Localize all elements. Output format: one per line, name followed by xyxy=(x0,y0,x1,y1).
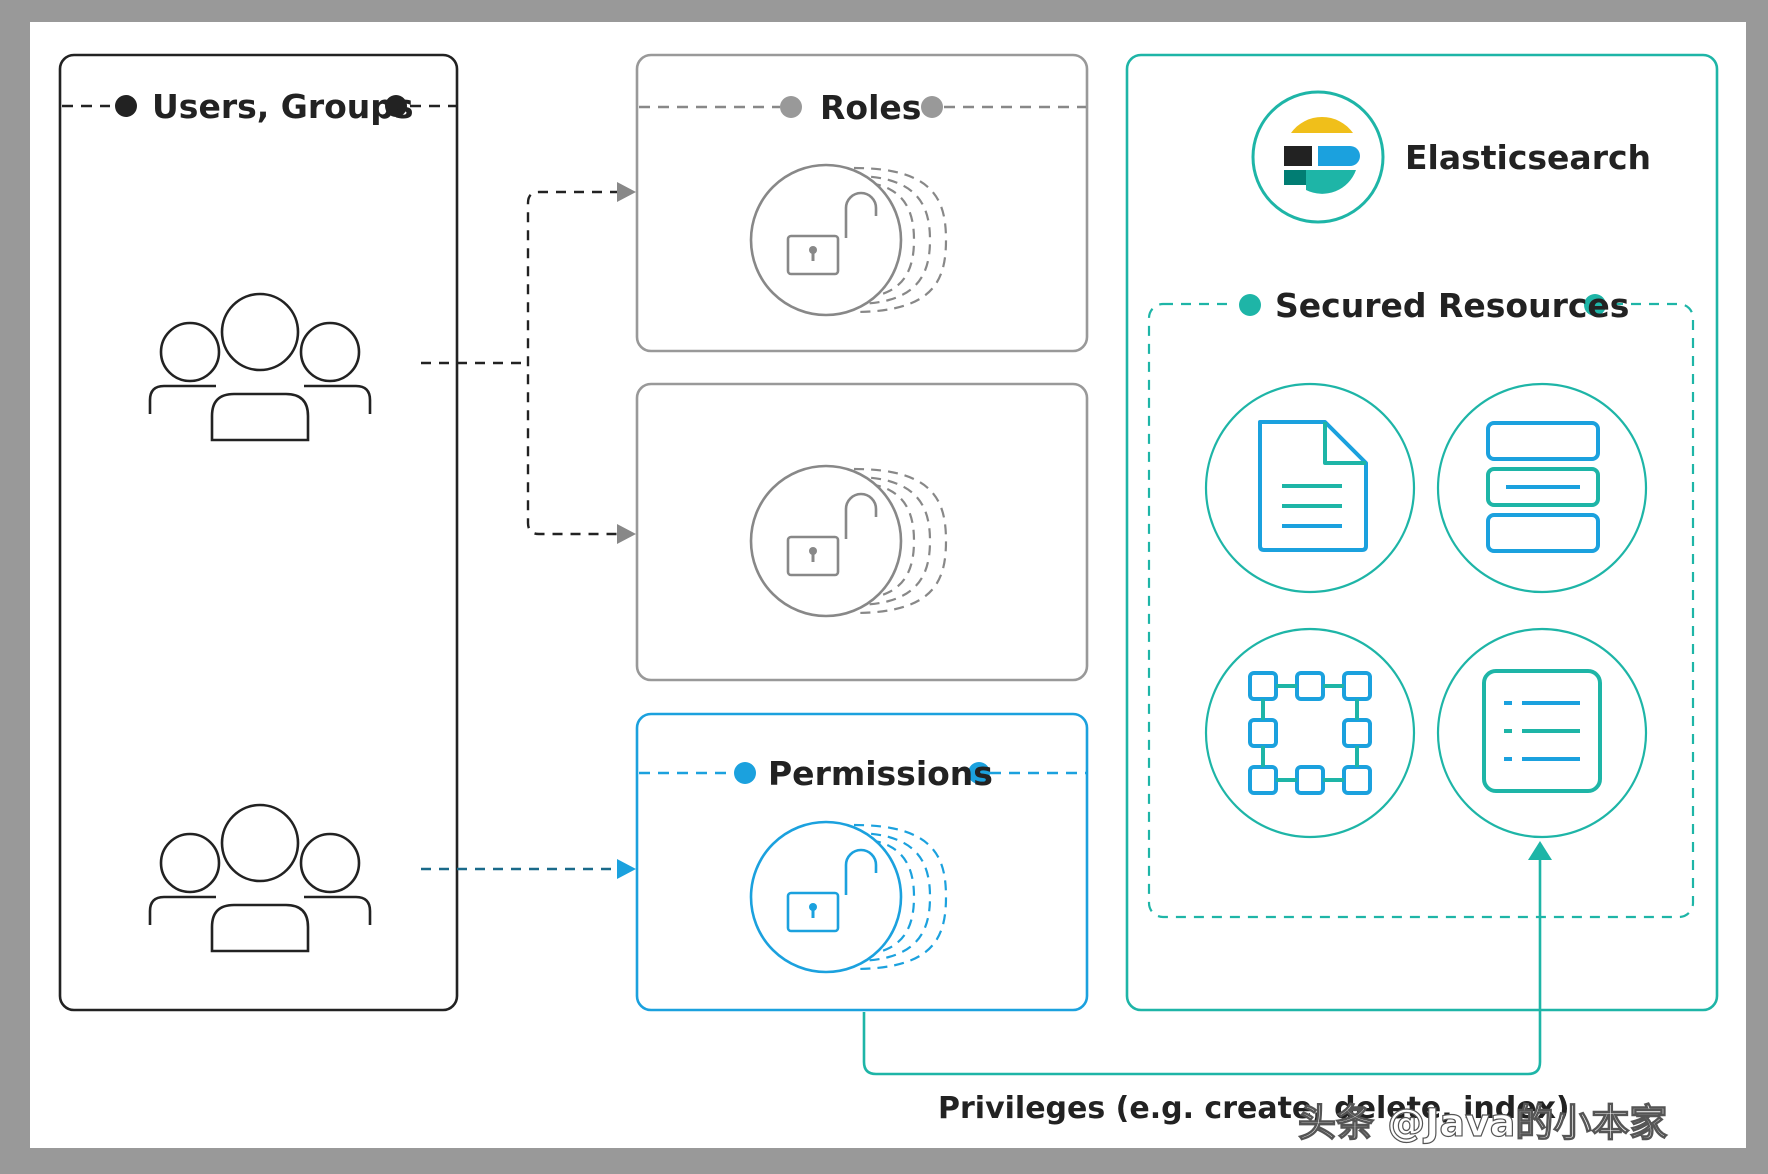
role-card xyxy=(635,382,1089,682)
permissions-panel xyxy=(635,712,1089,1012)
index-stack-icon xyxy=(1436,382,1648,594)
elasticsearch-title: Elasticsearch xyxy=(1405,138,1652,177)
title-bullet-left xyxy=(780,96,802,118)
group-to-roles-connector xyxy=(421,182,636,544)
privileges-connector xyxy=(862,841,1552,1076)
document-icon xyxy=(1204,382,1416,594)
arrow-head xyxy=(617,182,636,202)
title-bullet-right xyxy=(1584,294,1606,316)
users-groups-title: Users, Groups xyxy=(152,87,414,126)
role-card xyxy=(635,53,1089,353)
title-bullet-right xyxy=(968,762,990,784)
title-bullet-left xyxy=(1239,294,1261,316)
users-groups-panel xyxy=(58,53,459,1012)
privileges-label: Privileges (e.g. create, delete, index) xyxy=(938,1091,1570,1126)
arrow-head xyxy=(617,524,636,544)
watermark: 头条 @Java的小本家 xyxy=(1297,1101,1668,1145)
elasticsearch-logo xyxy=(1251,90,1385,224)
elasticsearch-panel xyxy=(1125,53,1719,1012)
secured-resources-title: Secured Resources xyxy=(1275,286,1630,325)
title-bullet-left xyxy=(115,95,137,117)
arrow-head xyxy=(1528,841,1552,860)
arrow-head xyxy=(617,859,636,879)
title-bullet-right xyxy=(385,95,407,117)
field-list-icon xyxy=(1436,627,1648,839)
title-bullet-right xyxy=(921,96,943,118)
title-bullet-left xyxy=(734,762,756,784)
cluster-nodes-icon xyxy=(1204,627,1416,839)
group-to-permissions-connector xyxy=(421,859,636,879)
permissions-title: Permissions xyxy=(768,754,993,793)
roles-title: Roles xyxy=(820,88,922,127)
